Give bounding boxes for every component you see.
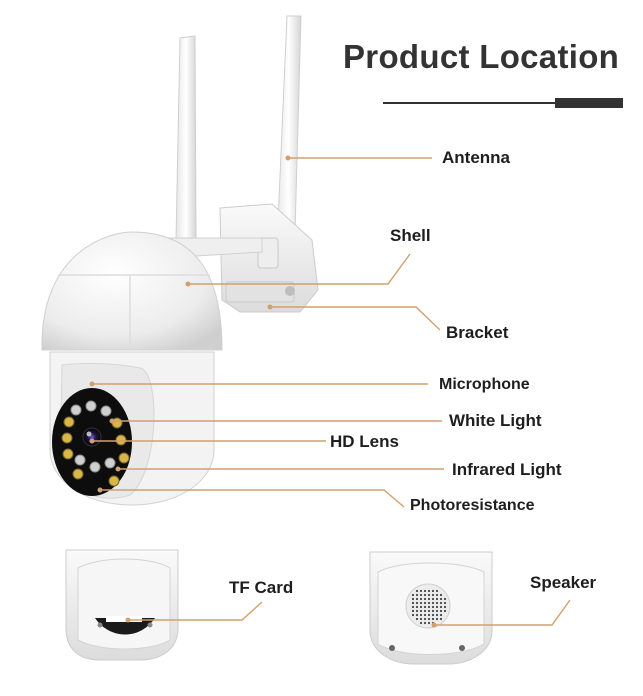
label-white-light: White Light: [449, 411, 542, 430]
label-bracket: Bracket: [446, 323, 509, 342]
antenna-left: [175, 35, 197, 241]
page-title: Product Location: [343, 38, 620, 75]
leader-photoresistance: [100, 489, 405, 508]
label-shell: Shell: [390, 226, 431, 245]
leader-lines: [92, 157, 571, 626]
label-microphone: Microphone: [439, 376, 530, 393]
label-antenna: Antenna: [442, 148, 510, 167]
label-hd-lens: HD Lens: [330, 432, 399, 451]
leader-bracket: [270, 306, 441, 331]
speaker-module: [369, 551, 493, 665]
leader-shell: [188, 253, 411, 285]
leader-speaker: [434, 599, 571, 626]
title-underline-accent: [555, 98, 623, 108]
label-tf-card: TF Card: [229, 578, 294, 597]
led-ring: [61, 400, 130, 487]
bracket: [168, 203, 319, 313]
label-infrared-light: Infrared Light: [452, 460, 562, 479]
title-underline: [383, 102, 555, 104]
tf-card-module: [65, 549, 179, 661]
shell: [41, 231, 223, 351]
label-speaker: Speaker: [530, 573, 597, 592]
label-photoresistance: Photoresistance: [410, 497, 535, 514]
camera-head: [49, 351, 215, 506]
leader-tf-card: [128, 601, 263, 621]
